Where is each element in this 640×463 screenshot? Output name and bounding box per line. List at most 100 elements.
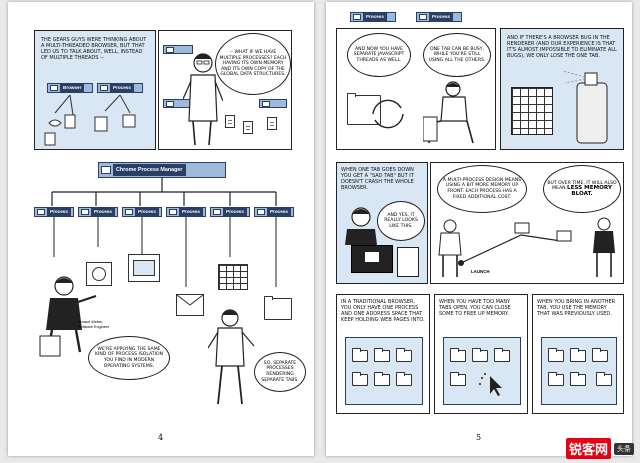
process-tab-small xyxy=(163,45,193,54)
thread-lines-illustration xyxy=(44,94,136,146)
calendar-icon xyxy=(511,87,553,135)
process-tree-connectors xyxy=(51,178,277,206)
speech-bubble-less-memory: But over time, it will also mean less me… xyxy=(543,165,621,213)
engineer-standing-figure-2 xyxy=(593,217,615,277)
folder-icon xyxy=(472,348,488,362)
folder-icon xyxy=(450,348,466,362)
image-window-icon xyxy=(128,254,160,282)
window-icon xyxy=(101,166,111,174)
process-tab-top-2: Process xyxy=(416,12,462,22)
memory-block xyxy=(541,337,617,405)
folder-icon xyxy=(396,348,412,362)
process-tab-1: Process xyxy=(34,207,74,217)
process-tab-6: Process xyxy=(254,207,294,217)
speech-bubble-text: And now you have separate javascript thr… xyxy=(353,46,405,63)
speech-bubble-text: One tab can be busy, while you're still … xyxy=(428,46,486,63)
envelope-icon xyxy=(176,294,204,306)
folder-icon xyxy=(596,372,612,386)
panel-traditional-browser: In a traditional browser, you only have … xyxy=(336,294,430,414)
document-icon xyxy=(225,115,235,128)
process-tab: Process xyxy=(97,83,143,93)
comic-page-left: The Gears guys were thinking about a mul… xyxy=(8,2,314,456)
speech-bubble-text: And yes, it really looks like this. xyxy=(384,212,418,229)
panel-another-tab: When you bring in another tab, you use t… xyxy=(532,294,624,414)
folder-icon xyxy=(264,296,292,320)
browser-tab: Browser xyxy=(47,83,93,93)
page-number: 5 xyxy=(476,433,482,442)
process-tab-label: Process xyxy=(135,208,159,216)
engineer-head-figure xyxy=(345,207,377,245)
folder-icon xyxy=(494,348,510,362)
engineer-credit: Arnaud Weber, Software Engineer xyxy=(78,320,109,330)
panel-javascript-threads: And now you have separate javascript thr… xyxy=(336,28,496,150)
panel-caption: In a traditional browser, you only have … xyxy=(341,299,425,323)
panel-multiple-processes: -- what if we have multiple processes? E… xyxy=(158,30,292,150)
computer-tower-icon xyxy=(397,247,419,277)
panel-caption: The Gears guys were thinking about a mul… xyxy=(41,37,147,61)
process-tab-label: Process xyxy=(429,13,453,21)
folder-icon xyxy=(352,372,368,386)
panel-sad-tab: When one tab goes down you get a "sad ta… xyxy=(336,162,428,284)
panel-gears-guys: The Gears guys were thinking about a mul… xyxy=(34,30,156,150)
speech-bubble-text: We're applying the same kind of process … xyxy=(94,346,164,369)
process-tab-3: Process xyxy=(122,207,162,217)
window-icon xyxy=(419,14,427,20)
browser-tab-label: Browser xyxy=(60,84,85,92)
engineer-figure xyxy=(183,53,223,146)
panel-caption: When you have too many tabs open, you ca… xyxy=(439,299,511,317)
engineer-name: Arnaud Weber, xyxy=(78,320,104,324)
clock-window-icon xyxy=(86,262,112,286)
process-tab-label: Process xyxy=(363,13,387,21)
launch-label: Launch xyxy=(471,269,490,274)
speech-bubble-memory: A multi-process design means using a bit… xyxy=(437,165,527,213)
speech-bubble-one-tab: One tab can be busy, while you're still … xyxy=(423,33,491,77)
window-icon xyxy=(166,100,174,107)
document-icon xyxy=(267,117,277,130)
folder-icon xyxy=(570,348,586,362)
panel-caption: And if there's a browser bug in the rend… xyxy=(507,35,617,59)
process-tab-label: Process xyxy=(179,208,203,216)
folder-icon xyxy=(548,348,564,362)
folder-icon xyxy=(548,372,564,386)
arnaud-figure xyxy=(39,276,97,357)
speech-bubble-separate: So, separate processes rendering separat… xyxy=(254,352,306,392)
watermark-sub: 头条 xyxy=(614,442,634,455)
window-icon xyxy=(262,100,270,107)
window-icon xyxy=(166,46,174,53)
watermark-logo: 锐客网 xyxy=(565,438,611,459)
panel-caption: When you bring in another tab, you use t… xyxy=(537,299,616,317)
bug-spray-can-icon xyxy=(563,70,608,144)
process-tab-label: Process xyxy=(223,208,247,216)
process-tab-label: Process xyxy=(267,208,291,216)
process-tab-2: Process xyxy=(78,207,118,217)
watermark: 锐客网 头条 xyxy=(565,438,634,459)
folder-icon xyxy=(396,372,412,386)
folder-icon xyxy=(450,372,466,386)
seated-engineer-figure xyxy=(423,81,474,144)
speech-bubble: -- what if we have multiple processes? E… xyxy=(215,33,291,95)
window-icon xyxy=(125,209,133,215)
process-tab-top-1: Process xyxy=(350,12,396,22)
speech-bubble-text: So, separate processes rendering separat… xyxy=(261,360,299,383)
monitor-sad-tab-icon xyxy=(351,245,393,273)
memory-growth-illustration xyxy=(458,222,572,266)
panel-too-many-tabs: When you have too many tabs open, you ca… xyxy=(434,294,528,414)
process-tab-5: Process xyxy=(210,207,250,217)
folder-icon xyxy=(570,372,586,386)
process-tab-label: Process xyxy=(91,208,115,216)
less-memory-emphasis: less memory bloat. xyxy=(567,185,612,197)
panel-memory: A multi-process design means using a bit… xyxy=(430,162,624,284)
second-engineer-figure xyxy=(208,309,255,405)
memory-block xyxy=(345,337,423,405)
window-icon xyxy=(37,209,45,215)
refresh-arrows-icon xyxy=(372,99,404,129)
process-tab-4: Process xyxy=(166,207,206,217)
folder-icon xyxy=(352,348,368,362)
window-icon xyxy=(169,209,177,215)
document-icon xyxy=(243,121,253,134)
comic-page-right: Process Process And now you have separat… xyxy=(326,2,632,456)
process-tab-small xyxy=(259,99,287,108)
engineer-title: Software Engineer xyxy=(78,325,110,329)
calendar-icon xyxy=(218,264,248,290)
window-icon xyxy=(353,14,361,20)
